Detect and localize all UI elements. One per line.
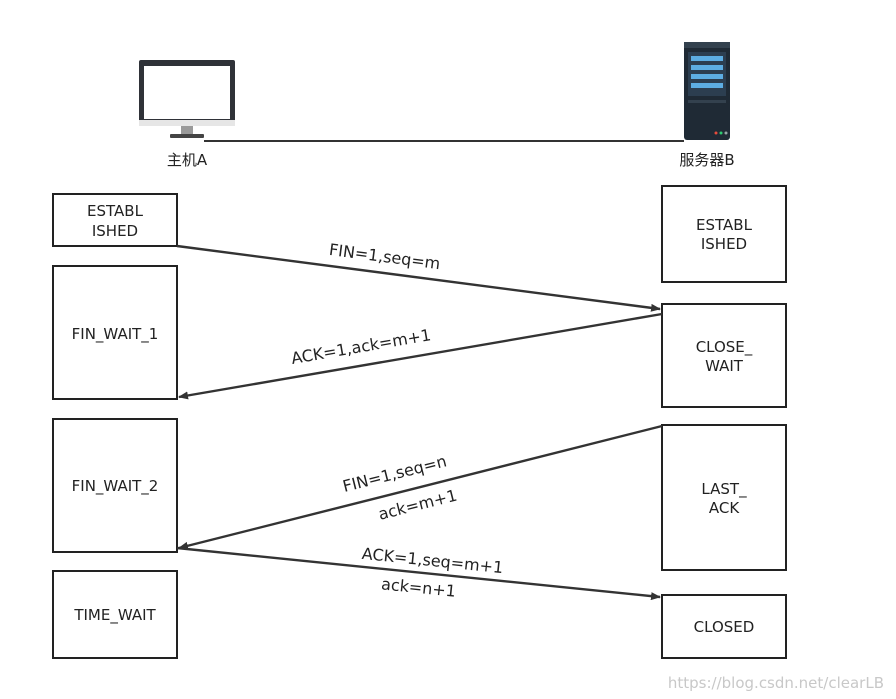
client-state-established: ESTABL ISHED: [52, 193, 178, 247]
arrow-final-ack-to-server: [176, 546, 661, 601]
client-host-label: 主机A: [167, 151, 208, 169]
server-state-closed: CLOSED: [661, 594, 787, 659]
message-label: FIN=1,seq=n: [341, 451, 449, 496]
state-label: CLOSE_: [696, 338, 753, 357]
message-label: ACK=1,ack=m+1: [290, 325, 433, 368]
client-state-fin-wait-1: FIN_WAIT_1: [52, 265, 178, 400]
server-state-close-wait: CLOSE_ WAIT: [661, 303, 787, 408]
arrow-fin-ack-to-client: [178, 424, 663, 550]
watermark-text: https://blog.csdn.net/clearLB: [668, 674, 884, 692]
server-state-established: ESTABL ISHED: [661, 185, 787, 283]
state-label: CLOSED: [694, 618, 755, 636]
message-label: ACK=1,seq=m+1: [361, 544, 504, 577]
server-state-last-ack: LAST_ ACK: [661, 424, 787, 571]
state-label: TIME_WAIT: [73, 606, 156, 625]
server-icon: [684, 42, 730, 140]
arrow-fin-to-server: [176, 244, 661, 312]
state-label: FIN_WAIT_1: [72, 325, 159, 344]
state-label: FIN_WAIT_2: [72, 477, 159, 496]
state-label: ACK: [709, 499, 740, 517]
state-label: LAST_: [701, 480, 747, 499]
arrow-ack-to-client: [178, 312, 663, 400]
state-label: ISHED: [92, 222, 138, 240]
client-state-time-wait: TIME_WAIT: [52, 570, 178, 659]
message-label: ack=n+1: [380, 574, 457, 600]
state-label: ESTABL: [87, 202, 144, 220]
server-host-label: 服务器B: [679, 151, 734, 169]
state-label: ESTABL: [696, 216, 753, 234]
client-state-fin-wait-2: FIN_WAIT_2: [52, 418, 178, 553]
message-label: ack=m+1: [376, 486, 459, 524]
state-label: WAIT: [705, 357, 744, 375]
monitor-icon: [139, 60, 235, 138]
state-label: ISHED: [701, 235, 747, 253]
